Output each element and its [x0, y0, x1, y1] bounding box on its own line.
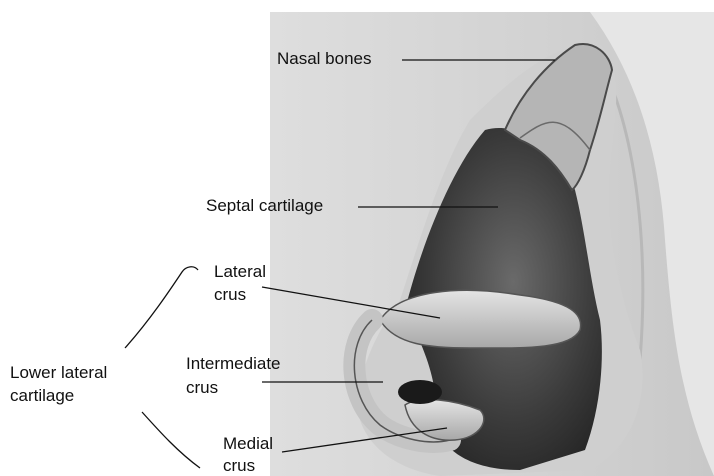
label-nasal-bones: Nasal bones — [277, 49, 372, 69]
label-lower-lateral-line1: Lower lateral — [10, 363, 107, 383]
bracket-upper-stroke — [125, 267, 198, 348]
nostril — [398, 380, 442, 404]
label-medial-crus-line1: Medial — [223, 434, 273, 454]
label-septal-cartilage: Septal cartilage — [206, 196, 323, 216]
label-intermediate-crus-line1: Intermediate — [186, 354, 281, 374]
label-medial-crus-line2: crus — [223, 456, 255, 476]
label-lower-lateral-line2: cartilage — [10, 386, 74, 406]
bracket-lower-stroke — [142, 412, 200, 468]
label-intermediate-crus-line2: crus — [186, 378, 218, 398]
label-lateral-crus-line1: Lateral — [214, 262, 266, 282]
label-lateral-crus-line2: crus — [214, 285, 246, 305]
